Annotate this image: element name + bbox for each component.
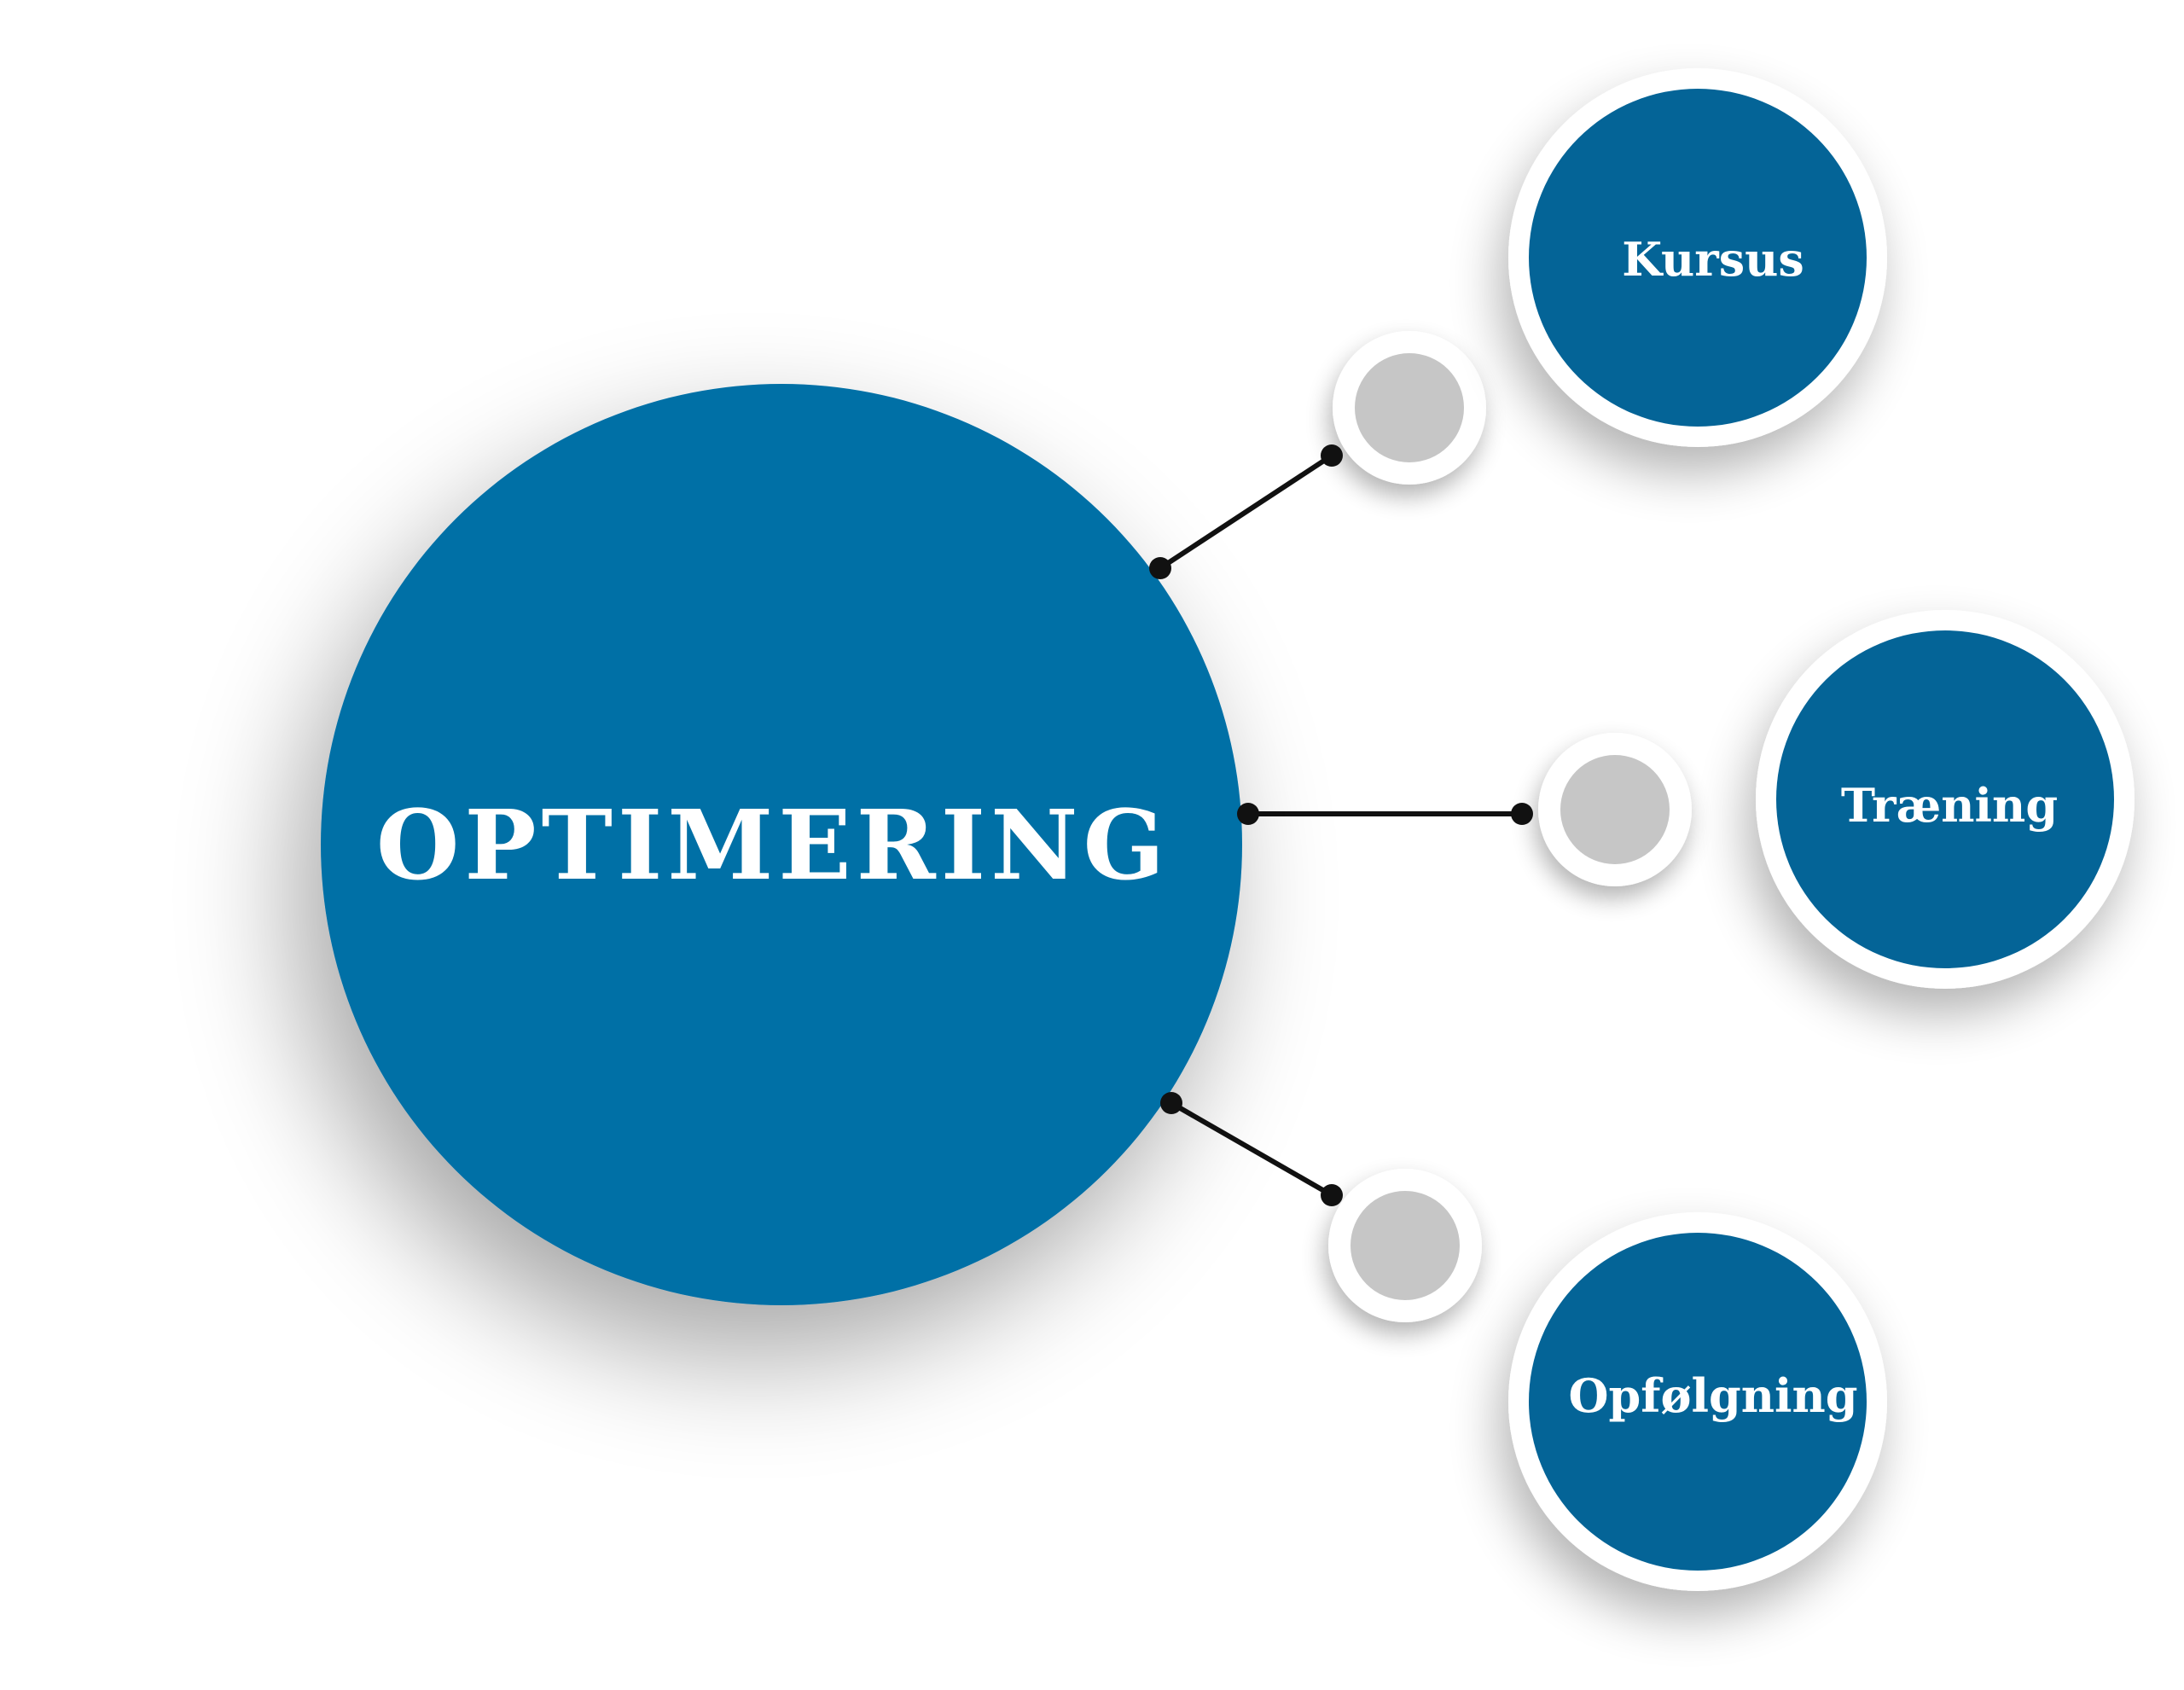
connector-node-fill (1560, 755, 1670, 864)
connector-dot (1321, 444, 1343, 467)
connector-dot (1511, 803, 1533, 825)
branch-node-label: Træning (1841, 778, 2058, 833)
connector-node-kursus (1333, 331, 1486, 485)
connector-dot (1237, 803, 1259, 825)
connector-node-opfolgning (1328, 1169, 1482, 1322)
branch-node-label: Opfølgning (1568, 1368, 1857, 1423)
branch-node-opfolgning: Opfølgning (1508, 1212, 1887, 1591)
connector-dot (1321, 1184, 1343, 1206)
center-node-circle (321, 384, 1242, 1305)
connector-dot (1160, 1092, 1182, 1114)
branch-node-label: Kursus (1622, 232, 1804, 287)
branch-node-circle (1529, 89, 1867, 427)
connector-node-fill (1350, 1191, 1460, 1300)
branch-node-kursus: Kursus (1508, 68, 1887, 447)
connector-dot (1149, 557, 1171, 579)
branch-node-circle (1529, 1233, 1867, 1571)
center-node: OPTIMERING (321, 384, 1242, 1305)
connector-line-opfolgning (1170, 1101, 1333, 1198)
connector-node-traening (1538, 733, 1692, 886)
connector-lines (1159, 453, 1522, 1198)
connector-dots (1149, 444, 1533, 1206)
branch-node-circle (1776, 630, 2114, 968)
center-node-label: OPTIMERING (376, 790, 1170, 902)
branch-node-traening: Træning (1756, 610, 2135, 989)
connector-node-fill (1355, 353, 1464, 462)
connector-line-kursus (1159, 453, 1333, 571)
